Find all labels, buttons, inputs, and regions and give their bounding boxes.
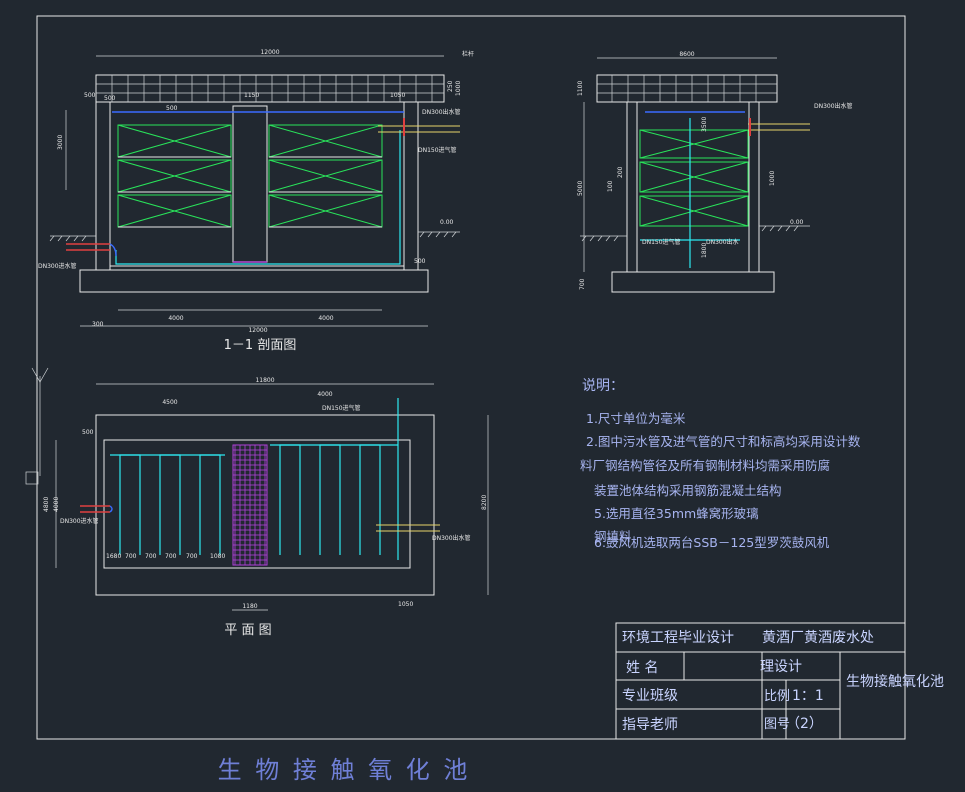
advisor-label: 指导老师 [622,717,678,733]
section-ground-label: 0.00 [440,219,454,226]
side-air-label: DN150进气管 [642,238,681,246]
section-view [49,55,460,327]
dim-label: 500 [84,92,96,99]
dim-label: 3000 [57,135,64,150]
scale-label: 比例 [764,689,790,704]
section-outlet-label: DN300出水管 [422,108,461,116]
subject-name: 黄酒厂黄酒废水处 [762,629,874,646]
notes-line: 5.选用直径35mm蜂窝形玻璃 [594,506,759,521]
dim-label: 1000 [455,81,462,96]
side-railing [596,74,778,103]
plan-aeration-left [110,454,225,555]
dim-label: 4500 [162,399,177,406]
side-top-width: 8600 [679,51,694,58]
plan-inlet-label: DN300进水管 [60,517,99,525]
dim-label: 700 [186,553,198,560]
side-outlet-label: DN300出水管 [814,102,853,110]
dim-label: 1050 [398,601,413,608]
plan-outlet-label: DN300出水管 [432,534,471,542]
outlet-pipe [378,118,460,136]
dim-label: 700 [165,553,177,560]
notes-line: 料厂钢结构管径及所有钢制材料均需采用防腐 [580,458,830,473]
dim-label: 1150 [244,92,259,99]
caption: 生 物 接 触 氧 化 池 [218,756,471,784]
dim-label: 3500 [701,117,708,132]
inlet-pipe [66,243,117,257]
title-block [615,622,906,740]
dim-label: 4800 [43,497,50,512]
plan-aeration-right [270,398,399,560]
plan-inner [103,439,411,569]
drawing-no-value: （2） [786,716,823,732]
plan-top-width: 11800 [255,377,274,384]
dim-label: 4000 [168,315,183,322]
dim-label: 1050 [390,92,405,99]
railing [95,74,445,103]
side-outlet2-label: DN300出水 [706,238,739,246]
dim-label: 250 [447,80,454,92]
project-name: 环境工程毕业设计 [622,630,734,646]
dim-label: 1000 [769,171,776,186]
notes-line: 1.尺寸单位为毫米 [586,411,686,426]
notes-line: 装置池体结构采用钢筋混凝土结构 [594,483,782,498]
dim-label: 700 [579,278,586,290]
dim-label: 200 [617,166,624,178]
dim-label: 4000 [53,497,60,512]
ground-line [49,231,460,242]
railing-label: 栏杆 [462,50,474,58]
dim-label: 4000 [317,391,332,398]
dim-label: 500 [166,105,178,112]
packing-right [268,124,383,228]
center-baffle [232,105,268,263]
dim-label: 500 [104,95,116,102]
section-air-label: DN150进气管 [418,146,457,154]
right-wall [403,101,419,271]
dim-label: 500 [414,258,426,265]
subject-suffix: 理设计 [760,659,802,675]
drawing-frame [36,15,906,740]
plan-outer-wall [95,414,435,596]
side-ground-label: 0.00 [790,219,804,226]
dim-label: 1180 [242,603,257,610]
notes-line: 6.鼓风机选取两台SSB－125型罗茨鼓风机 [594,535,830,550]
notes-line: 2.图中污水管及进气管的尺寸和标高均采用设计数 [586,434,861,449]
scale-value: 1：1 [792,688,824,704]
left-wall [95,101,111,271]
drawing-name: 生物接触氧化池 [846,673,944,690]
side-view [580,57,810,293]
notes: 说明： 1.尺寸单位为毫米 2.图中污水管及进气管的尺寸和标高均采用设计数 料厂… [580,378,861,550]
drawing-no-label: 图号 [764,717,790,732]
class-label: 专业班级 [622,688,678,704]
notes-line: 钢填料 [594,529,632,544]
dim-label: 700 [145,553,157,560]
base-slab [79,269,429,293]
section-top-width: 12000 [260,49,279,56]
notes-heading: 说明： [582,378,624,394]
plan-title: 平 面 图 [224,623,271,638]
plan-view [25,367,489,611]
dim-label: 1080 [210,553,225,560]
dim-label: 500 [82,429,94,436]
railing-posts [111,75,433,102]
packing-left [117,124,232,228]
dim-label: 5000 [577,181,584,196]
dim-label: 1100 [577,81,584,96]
dim-label: 4000 [318,315,333,322]
section-bottom-width: 12000 [248,327,267,334]
dim-label: 8200 [481,495,488,510]
dim-label: 300 [92,321,104,328]
plan-air-label: DN150进气管 [322,404,361,412]
section-inlet-label: DN300进水管 [38,262,77,270]
name-label: 姓 名 [626,660,658,676]
aeration-pipe [115,130,401,265]
section-title: 1－1 剖面图 [224,338,297,353]
plan-center-grid [232,444,268,566]
dim-label: 700 [125,553,137,560]
dim-label: 1680 [106,553,121,560]
dim-label: 100 [607,180,614,192]
dim-label: 1800 [701,243,708,258]
